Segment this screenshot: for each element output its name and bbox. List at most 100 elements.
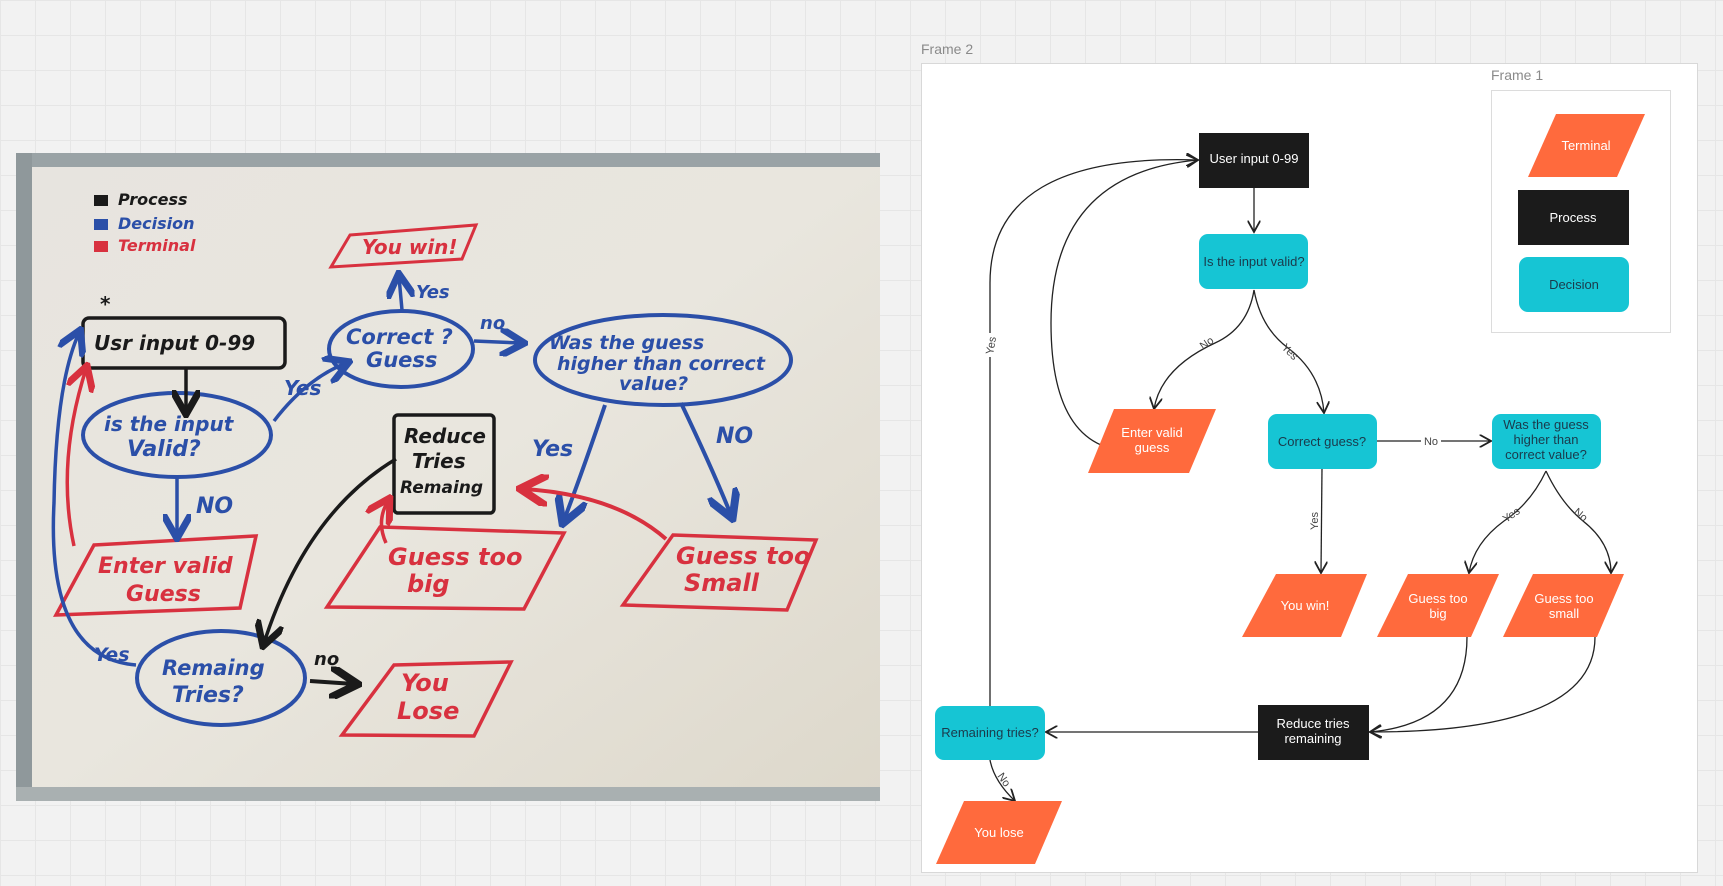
- edge-correct-yes-label: Yes: [1309, 512, 1321, 530]
- wb-legend-process: Process: [118, 190, 188, 209]
- wb-enter-valid-shape: [52, 534, 259, 617]
- wb-higher-text-1: Was the guess: [549, 332, 704, 354]
- node-guess-too-big[interactable]: [1377, 574, 1499, 637]
- legend-decision-shape[interactable]: [1519, 257, 1629, 312]
- wb-arrow-yes-correct: [272, 363, 346, 423]
- edge-small-to-reduce: [1370, 636, 1596, 732]
- wb-you-lose-shape: [338, 660, 514, 738]
- node-guess-too-big-label-2: big: [1429, 606, 1446, 621]
- wb-too-big-text-1: Guess too: [388, 543, 522, 571]
- wb-legend-terminal-swatch: [94, 241, 108, 252]
- wb-arrow-yes-big: [564, 404, 607, 520]
- node-you-lose[interactable]: [936, 801, 1062, 864]
- wb-user-input-text: Usr input 0-99: [94, 331, 255, 355]
- node-enter-valid[interactable]: [1088, 409, 1216, 473]
- wb-remaining-text-2: Tries?: [172, 683, 244, 708]
- edge-higher-yes: [1469, 470, 1547, 573]
- wb-arrow-no-higher: [473, 341, 521, 343]
- wb-you-lose-text-2: Lose: [397, 697, 459, 725]
- wb-too-small-shape: [619, 533, 819, 612]
- wb-too-big-shape: [323, 525, 567, 611]
- wb-start-mark: *: [100, 292, 111, 316]
- node-you-lose-label: You lose: [974, 825, 1023, 840]
- node-reduce-tries-label-1: Reduce tries: [1277, 716, 1350, 731]
- board-frame-top: [16, 153, 880, 167]
- wb-you-win-shape: [328, 223, 479, 269]
- wb-too-small-text-2: Small: [684, 569, 760, 597]
- wb-legend-decision-swatch: [94, 219, 108, 230]
- wb-valid-text-1: is the input: [104, 412, 235, 436]
- edge-remaining-no: [989, 759, 1015, 801]
- edge-enter-valid-loop: [1050, 160, 1198, 446]
- node-higher-label-3: correct value?: [1505, 447, 1587, 462]
- wb-reduce-text-2: Tries: [412, 449, 466, 473]
- node-remaining-tries[interactable]: [935, 706, 1045, 760]
- node-you-win[interactable]: [1242, 574, 1367, 637]
- edge-correct-yes: [1321, 467, 1322, 573]
- edge-higher-no: [1545, 470, 1611, 573]
- edge-correct-no-label-bg: [1421, 433, 1441, 447]
- node-guess-too-big-label-1: Guess too: [1408, 591, 1467, 606]
- node-you-win-label: You win!: [1281, 598, 1330, 613]
- wb-higher-shape: [533, 313, 793, 407]
- legend-process-shape[interactable]: [1518, 190, 1629, 245]
- edge-correct-no-label: No: [1424, 436, 1438, 448]
- edge-valid-yes: [1253, 289, 1324, 413]
- wb-too-small-text-1: Guess too: [676, 542, 810, 570]
- edge-remaining-yes-label: Yes: [984, 335, 999, 355]
- whiteboard-photo: Process Decision Terminal You win! Usr i…: [16, 153, 880, 801]
- edge-big-to-reduce: [1370, 636, 1468, 732]
- wb-label-no-1: NO: [196, 494, 233, 519]
- frame2-label: Frame 2: [921, 41, 974, 57]
- legend-terminal-shape[interactable]: [1528, 114, 1645, 177]
- node-higher-label-1: Was the guess: [1503, 417, 1589, 432]
- wb-remaining-text-1: Remaing: [162, 656, 265, 680]
- legend-terminal-label: Terminal: [1561, 138, 1610, 153]
- edge-remaining-yes: [989, 160, 1198, 706]
- wb-arrow-small-reduce: [524, 489, 668, 541]
- wb-enter-valid-text-2: Guess: [126, 582, 201, 607]
- wb-arrow-reduce-remaining: [264, 457, 397, 643]
- node-higher-label-2: higher than: [1513, 432, 1578, 447]
- wb-arrow-yes-win: [399, 277, 402, 311]
- node-input-valid-label: Is the input valid?: [1203, 254, 1304, 269]
- wb-legend-terminal: Terminal: [118, 236, 196, 255]
- node-correct-guess-label: Correct guess?: [1278, 434, 1366, 449]
- node-user-input[interactable]: [1199, 133, 1309, 188]
- wb-label-yes-4: Yes: [94, 644, 130, 666]
- wb-legend-decision: Decision: [118, 214, 195, 233]
- wb-you-lose-text-1: You: [401, 669, 449, 697]
- wb-arrow-no-small: [679, 402, 731, 515]
- legend-process-label: Process: [1550, 210, 1597, 225]
- edge-higher-no-label: No: [1571, 506, 1589, 524]
- wb-higher-text-3: value?: [619, 373, 688, 395]
- wb-you-win-text: You win!: [362, 235, 458, 259]
- node-enter-valid-label-2: guess: [1135, 440, 1170, 455]
- wb-label-yes-1: Yes: [416, 282, 450, 303]
- frame1-label: Frame 1: [1491, 67, 1544, 83]
- node-higher[interactable]: [1492, 414, 1601, 469]
- node-guess-too-small[interactable]: [1503, 574, 1624, 637]
- node-user-input-label: User input 0-99: [1210, 151, 1299, 166]
- wb-reduce-text-3: Remaing: [400, 478, 483, 498]
- wb-label-yes-3: Yes: [532, 437, 573, 462]
- node-input-valid[interactable]: [1199, 234, 1308, 289]
- wb-reduce-text-1: Reduce: [404, 424, 486, 448]
- wb-label-no-small: no: [480, 313, 505, 334]
- wb-enter-valid-text-1: Enter valid: [98, 554, 233, 579]
- wb-correct-shape: [327, 309, 475, 389]
- node-reduce-tries[interactable]: [1258, 705, 1369, 760]
- edge-valid-no: [1154, 289, 1255, 409]
- node-correct-guess[interactable]: [1268, 414, 1377, 469]
- board-frame-bottom: [16, 787, 880, 801]
- legend-decision-label: Decision: [1549, 277, 1599, 292]
- wb-remaining-shape: [135, 629, 307, 727]
- wb-label-no-2: NO: [716, 424, 753, 449]
- wb-label-yes-2: Yes: [284, 376, 321, 400]
- node-guess-too-small-label-2: small: [1549, 606, 1579, 621]
- node-enter-valid-label-1: Enter valid: [1121, 425, 1182, 440]
- wb-correct-text-2: Guess: [366, 348, 437, 372]
- wb-too-big-text-2: big: [407, 570, 450, 598]
- edge-remaining-no-label: No: [995, 771, 1013, 789]
- node-guess-too-small-label-1: Guess too: [1534, 591, 1593, 606]
